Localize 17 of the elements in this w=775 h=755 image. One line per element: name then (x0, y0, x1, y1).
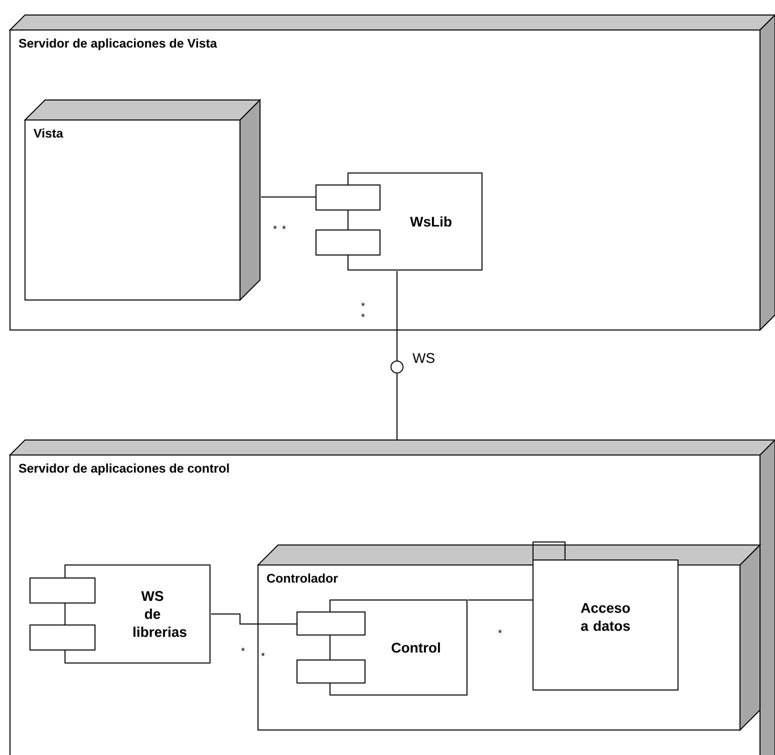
multiplicity-label: * (281, 224, 287, 234)
component-box: Control (296, 600, 468, 696)
multiplicity-label: * (497, 628, 503, 638)
multiplicity-label: * (360, 302, 366, 310)
connector-line (396, 373, 398, 440)
interface-circle (390, 360, 404, 374)
component-box: WS de librerias (30, 564, 210, 664)
connector-line (396, 270, 398, 361)
component-box: WsLib (316, 172, 482, 270)
multiplicity-label: * (260, 652, 266, 660)
connector-line (260, 196, 316, 198)
package-box: Acceso a datos (532, 542, 678, 690)
multiplicity-label: * (272, 224, 278, 234)
multiplicity-label: * (240, 646, 246, 656)
connector-line (210, 614, 298, 624)
multiplicity-label: * (360, 312, 366, 322)
interface-label: WS (412, 353, 434, 363)
